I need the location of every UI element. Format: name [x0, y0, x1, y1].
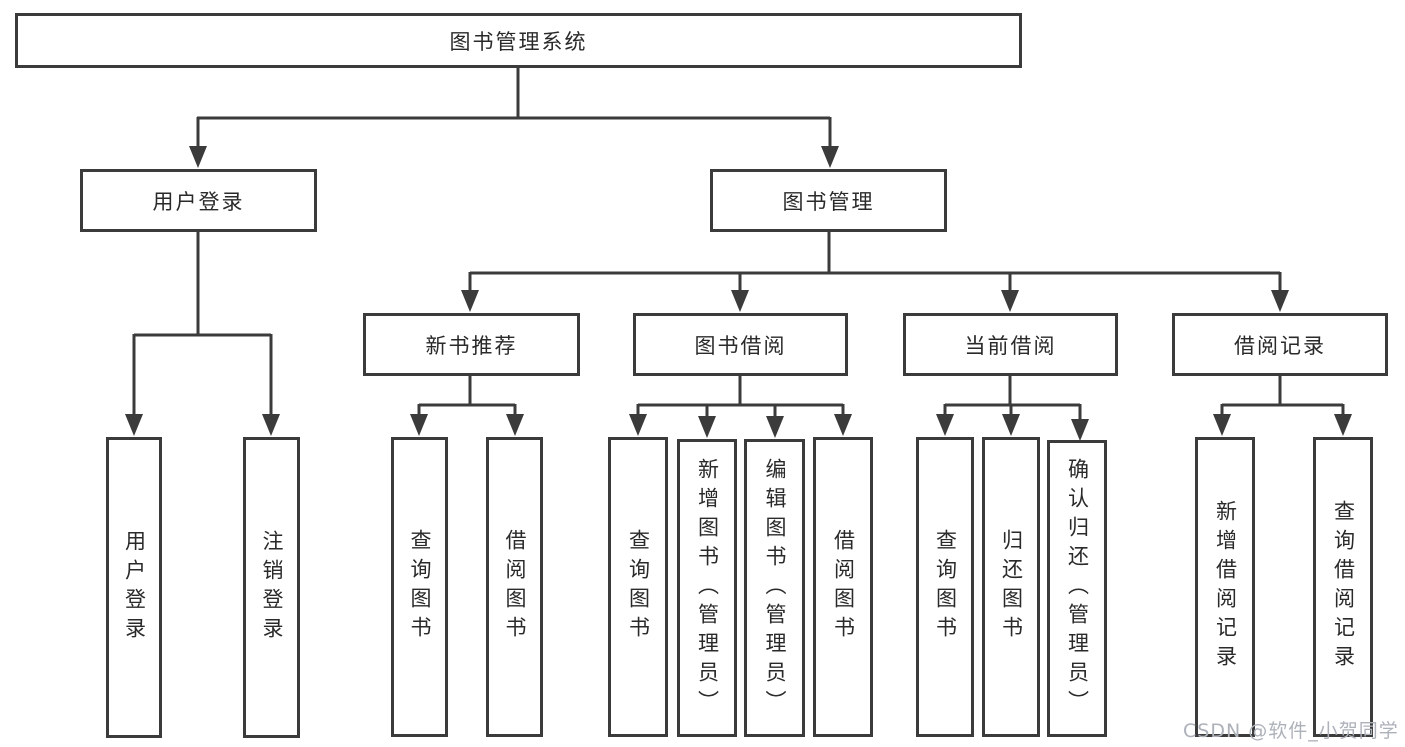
leaf-user-login: 用户登录 [106, 437, 162, 738]
arrow-down-icon [461, 290, 479, 312]
leaf-query-books-recommend: 查询图书 [391, 437, 448, 737]
node-label: 图书管理系统 [449, 29, 588, 54]
leaf-borrow-books-recommend: 借阅图书 [486, 437, 543, 737]
node-borrowing-records: 借阅记录 [1172, 313, 1388, 376]
arrow-down-icon [731, 290, 749, 312]
arrow-down-icon [1001, 290, 1019, 312]
leaf-add-book-admin: 新增图书（管理员） [677, 439, 737, 737]
leaf-query-books-current: 查询图书 [916, 437, 974, 737]
arrow-down-icon [821, 146, 839, 168]
node-label: 查询借阅记录 [1331, 500, 1356, 674]
arrow-down-icon [1213, 414, 1231, 436]
node-label: 注销登录 [260, 529, 284, 646]
leaf-return-books: 归还图书 [982, 437, 1040, 737]
node-label: 用户登录 [122, 529, 147, 646]
node-label: 查询图书 [408, 529, 432, 645]
node-label: 查询图书 [626, 529, 651, 645]
node-label: 用户登录 [152, 189, 245, 214]
arrow-down-icon [506, 414, 524, 436]
arrow-down-icon [262, 414, 280, 436]
leaf-logout: 注销登录 [243, 437, 300, 738]
node-label: 新书推荐 [425, 333, 518, 358]
leaf-query-borrow-record: 查询借阅记录 [1313, 437, 1373, 737]
leaf-query-books-borrowing: 查询图书 [608, 437, 668, 737]
arrow-down-icon [1002, 414, 1020, 436]
arrow-down-icon [698, 416, 716, 438]
arrow-down-icon [1271, 290, 1289, 312]
node-new-book-recommendation: 新书推荐 [363, 313, 580, 376]
arrow-down-icon [834, 414, 852, 436]
arrow-down-icon [936, 414, 954, 436]
arrow-down-icon [1334, 414, 1352, 436]
leaf-edit-book-admin: 编辑图书（管理员） [744, 439, 805, 737]
arrow-down-icon [1071, 419, 1089, 441]
leaf-borrow-books-borrowing: 借阅图书 [813, 437, 873, 737]
node-label: 归还图书 [999, 529, 1024, 645]
node-label: 借阅图书 [831, 529, 856, 645]
node-label: 图书管理 [782, 189, 875, 214]
node-label: 图书借阅 [694, 333, 787, 358]
arrow-down-icon [766, 416, 784, 438]
leaf-confirm-return-admin: 确认归还（管理员） [1047, 440, 1107, 737]
node-book-management-system: 图书管理系统 [15, 13, 1022, 68]
node-label: 借阅记录 [1234, 333, 1326, 358]
node-label: 新增借阅记录 [1213, 500, 1238, 674]
node-current-borrowing: 当前借阅 [903, 313, 1118, 376]
node-label: 编辑图书（管理员） [763, 457, 787, 719]
node-label: 当前借阅 [964, 333, 1057, 358]
node-book-borrowing: 图书借阅 [633, 313, 848, 376]
arrow-down-icon [410, 414, 428, 436]
node-label: 确认归还（管理员） [1065, 458, 1090, 719]
arrow-down-icon [125, 414, 143, 436]
node-label: 新增图书（管理员） [695, 457, 720, 719]
watermark: CSDN @软件_小贺同学 [1183, 720, 1399, 742]
node-user-login: 用户登录 [80, 169, 317, 232]
arrow-down-icon [629, 414, 647, 436]
leaf-add-borrow-record: 新增借阅记录 [1195, 437, 1255, 737]
node-label: 查询图书 [933, 529, 958, 645]
node-book-management: 图书管理 [710, 169, 947, 232]
arrow-down-icon [189, 146, 207, 168]
node-label: 借阅图书 [503, 529, 527, 645]
